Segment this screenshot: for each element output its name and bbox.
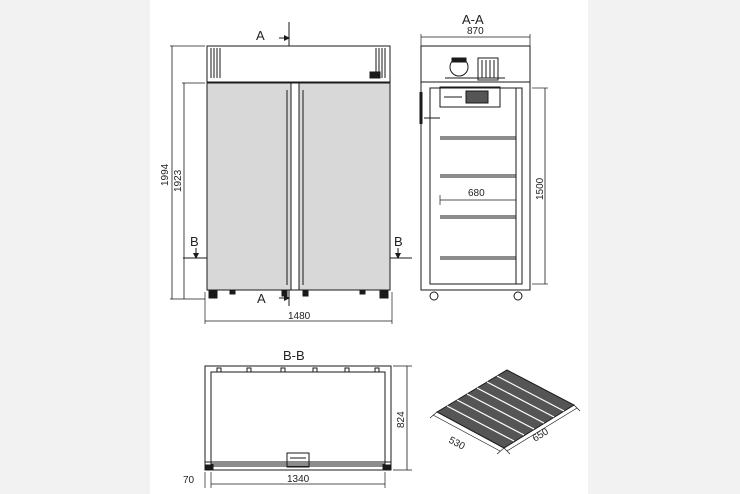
front-right-door — [298, 82, 391, 291]
right-margin-band — [588, 0, 740, 494]
front-door-gap — [290, 82, 300, 291]
bb-outer-outline — [204, 365, 392, 471]
section-bb-title: B-B — [283, 348, 305, 363]
dim-total-height: 1994 — [160, 163, 171, 186]
front-left-door — [206, 82, 292, 291]
front-feet — [208, 289, 389, 299]
section-b-label-left: B — [190, 234, 199, 249]
shelf-grid — [429, 369, 581, 455]
shelf-wires — [446, 375, 565, 442]
dim-bb-depth: 824 — [396, 411, 407, 428]
bb-door-hinge — [286, 452, 310, 468]
dim-aa-shelf-width: 680 — [468, 188, 485, 199]
front-controller — [369, 71, 381, 79]
dim-bb-offset: 70 — [183, 475, 195, 486]
dim-body-height: 1923 — [173, 169, 184, 192]
bb-top-brackets — [216, 367, 380, 373]
front-top-housing — [206, 45, 391, 83]
section-b-label-right: B — [394, 234, 403, 249]
aa-castor-front — [429, 291, 439, 301]
section-a-label-top: A — [256, 28, 265, 43]
bb-inner-outline — [210, 371, 386, 465]
aa-castor-rear — [513, 291, 523, 301]
aa-evaporator — [439, 86, 501, 108]
section-bb-view — [204, 365, 412, 488]
aa-outer-cabinet — [420, 45, 531, 291]
left-margin-band — [0, 0, 150, 494]
dim-front-width: 1480 — [288, 311, 311, 322]
aa-shelves — [440, 136, 516, 260]
section-aa-view — [419, 34, 548, 301]
aa-inner-cavity — [429, 87, 523, 285]
dim-aa-depth: 870 — [467, 26, 484, 37]
front-left-vent — [210, 48, 221, 78]
dim-shelf-short: 530 — [447, 435, 467, 453]
section-aa-title: A-A — [462, 12, 484, 27]
dim-bb-inner-width: 1340 — [287, 474, 310, 485]
aa-condenser — [477, 57, 499, 81]
front-view — [170, 22, 412, 324]
section-a-label-bottom: A — [257, 291, 266, 306]
dim-aa-height: 1500 — [535, 177, 546, 200]
